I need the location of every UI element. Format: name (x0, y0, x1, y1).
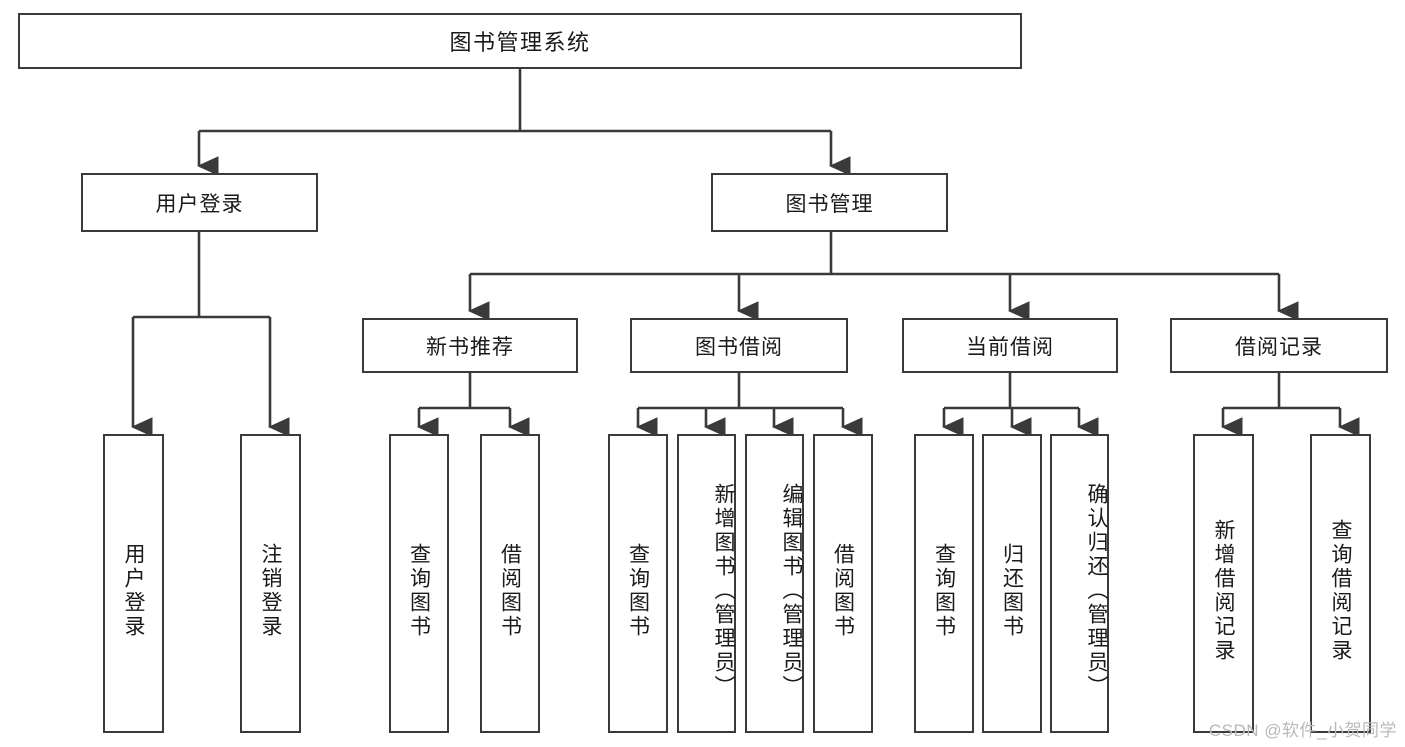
node-new-book-recommend-label: 新书推荐 (426, 335, 514, 359)
leaf-add-borrow-record[interactable]: 新增借阅记录 (1193, 434, 1254, 733)
leaf-user-logout-label: 注销登录 (259, 542, 282, 639)
leaf-query-book-recommend-label: 查询图书 (407, 542, 431, 639)
watermark: CSDN @软件_小贺同学 (1208, 721, 1397, 740)
node-user-login[interactable]: 用户登录 (81, 173, 318, 232)
leaf-borrow-book-recommend[interactable]: 借阅图书 (480, 434, 540, 733)
leaf-user-logout[interactable]: 注销登录 (240, 434, 301, 733)
node-book-management-label: 图书管理 (785, 192, 874, 216)
node-book-borrow-label: 图书借阅 (695, 335, 783, 359)
leaf-query-borrow-record[interactable]: 查询借阅记录 (1310, 434, 1371, 733)
leaf-query-book-borrow[interactable]: 查询图书 (608, 434, 668, 733)
leaf-borrow-book[interactable]: 借阅图书 (813, 434, 873, 733)
node-borrow-record-label: 借阅记录 (1235, 335, 1323, 359)
leaf-borrow-book-recommend-label: 借阅图书 (498, 542, 522, 639)
leaf-return-book-label: 归还图书 (1000, 542, 1024, 639)
leaf-return-book[interactable]: 归还图书 (982, 434, 1042, 733)
leaf-add-borrow-record-label: 新增借阅记录 (1212, 518, 1235, 663)
leaf-edit-book-admin[interactable]: 编辑图书（管理员） (745, 434, 804, 733)
leaf-query-borrow-record-label: 查询借阅记录 (1329, 518, 1352, 663)
leaf-borrow-book-label: 借阅图书 (831, 542, 855, 639)
leaf-query-book-borrow-label: 查询图书 (626, 542, 650, 639)
node-current-borrow-label: 当前借阅 (966, 335, 1054, 359)
leaf-query-book-recommend[interactable]: 查询图书 (389, 434, 449, 733)
leaf-confirm-return-admin-label: 确认归还（管理员） (1085, 482, 1108, 699)
node-root[interactable]: 图书管理系统 (18, 13, 1022, 69)
leaf-add-book-admin-label: 新增图书（管理员） (712, 482, 735, 699)
node-borrow-record[interactable]: 借阅记录 (1170, 318, 1388, 373)
leaf-add-book-admin[interactable]: 新增图书（管理员） (677, 434, 736, 733)
leaf-user-login-label: 用户登录 (122, 542, 145, 639)
node-book-borrow[interactable]: 图书借阅 (630, 318, 848, 373)
leaf-query-book-current[interactable]: 查询图书 (914, 434, 974, 733)
leaf-user-login[interactable]: 用户登录 (103, 434, 164, 733)
node-current-borrow[interactable]: 当前借阅 (902, 318, 1118, 373)
node-root-label: 图书管理系统 (449, 30, 591, 55)
leaf-query-book-current-label: 查询图书 (932, 542, 956, 639)
node-book-management[interactable]: 图书管理 (711, 173, 948, 232)
leaf-confirm-return-admin[interactable]: 确认归还（管理员） (1050, 434, 1109, 733)
node-user-login-label: 用户登录 (155, 192, 244, 216)
leaf-edit-book-admin-label: 编辑图书（管理员） (780, 482, 803, 699)
node-new-book-recommend[interactable]: 新书推荐 (362, 318, 578, 373)
